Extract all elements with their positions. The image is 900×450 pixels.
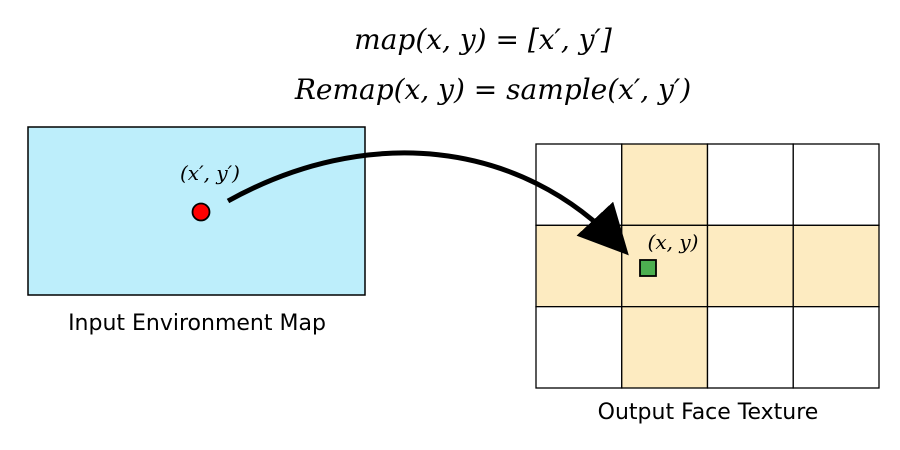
texture-cell	[621, 306, 709, 389]
output-texture-label: Output Face Texture	[598, 400, 819, 425]
mapping-arrow	[226, 150, 629, 256]
texture-cell	[535, 143, 623, 226]
output-sample-point	[639, 259, 657, 277]
input-sample-point	[191, 202, 211, 222]
texture-cell	[706, 224, 794, 308]
texture-cell	[621, 224, 709, 308]
texture-cell	[792, 306, 880, 389]
texture-cell	[706, 306, 794, 389]
output-point-label: (x, y)	[648, 230, 699, 254]
texture-cell	[792, 143, 880, 226]
texture-cell	[706, 143, 794, 226]
texture-cell	[621, 143, 709, 226]
texture-cell	[792, 224, 880, 308]
texture-cell	[535, 306, 623, 389]
input-point-label: (x′, y′)	[180, 161, 240, 185]
map-equation: map(x, y) = [x′, y′]	[354, 23, 612, 56]
remap-equation: Remap(x, y) = sample(x′, y′)	[294, 73, 691, 106]
input-map-label: Input Environment Map	[68, 311, 326, 336]
output-face-texture	[535, 143, 880, 389]
